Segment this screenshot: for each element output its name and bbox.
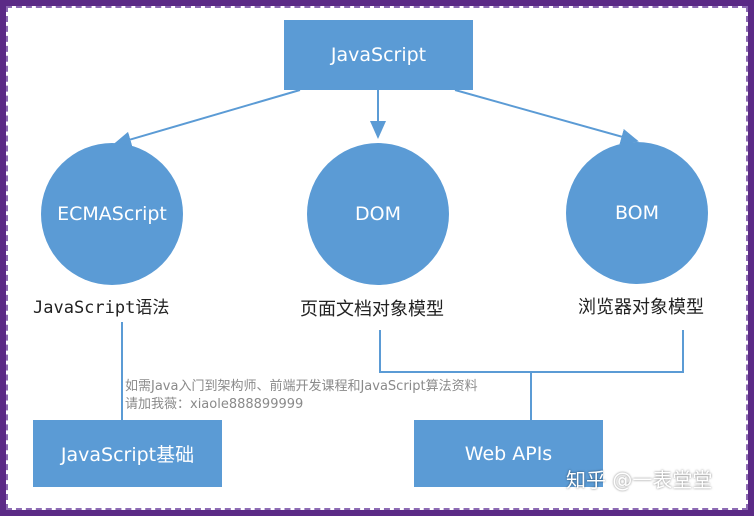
bom-caption: 浏览器对象模型 — [578, 297, 704, 318]
dom-caption: 页面文档对象模型 — [300, 299, 444, 320]
ecmascript-caption: JavaScript语法 — [33, 298, 170, 318]
zhihu-author-mark: 知乎 @一表堂堂 — [566, 468, 713, 492]
javascript-node: JavaScript — [284, 20, 473, 90]
ecmascript-node: ECMAScript — [41, 143, 183, 285]
web-apis-node: Web APIs — [414, 420, 603, 487]
arrow-to-bom — [454, 89, 639, 145]
dom-node: DOM — [307, 143, 449, 285]
javascript-basics-node: JavaScript基础 — [33, 420, 222, 487]
arrow-to-ecmascript — [113, 89, 301, 148]
watermark-text: 如需Java入门到架构师、前端开发课程和JavaScript算法资料 请加我薇：… — [125, 378, 478, 414]
bom-node: BOM — [566, 142, 708, 284]
watermark-line-1: 如需Java入门到架构师、前端开发课程和JavaScript算法资料 — [125, 379, 478, 394]
bracket-to-web-apis — [379, 330, 684, 373]
watermark-line-2: 请加我薇：xiaole888899999 — [125, 397, 304, 412]
